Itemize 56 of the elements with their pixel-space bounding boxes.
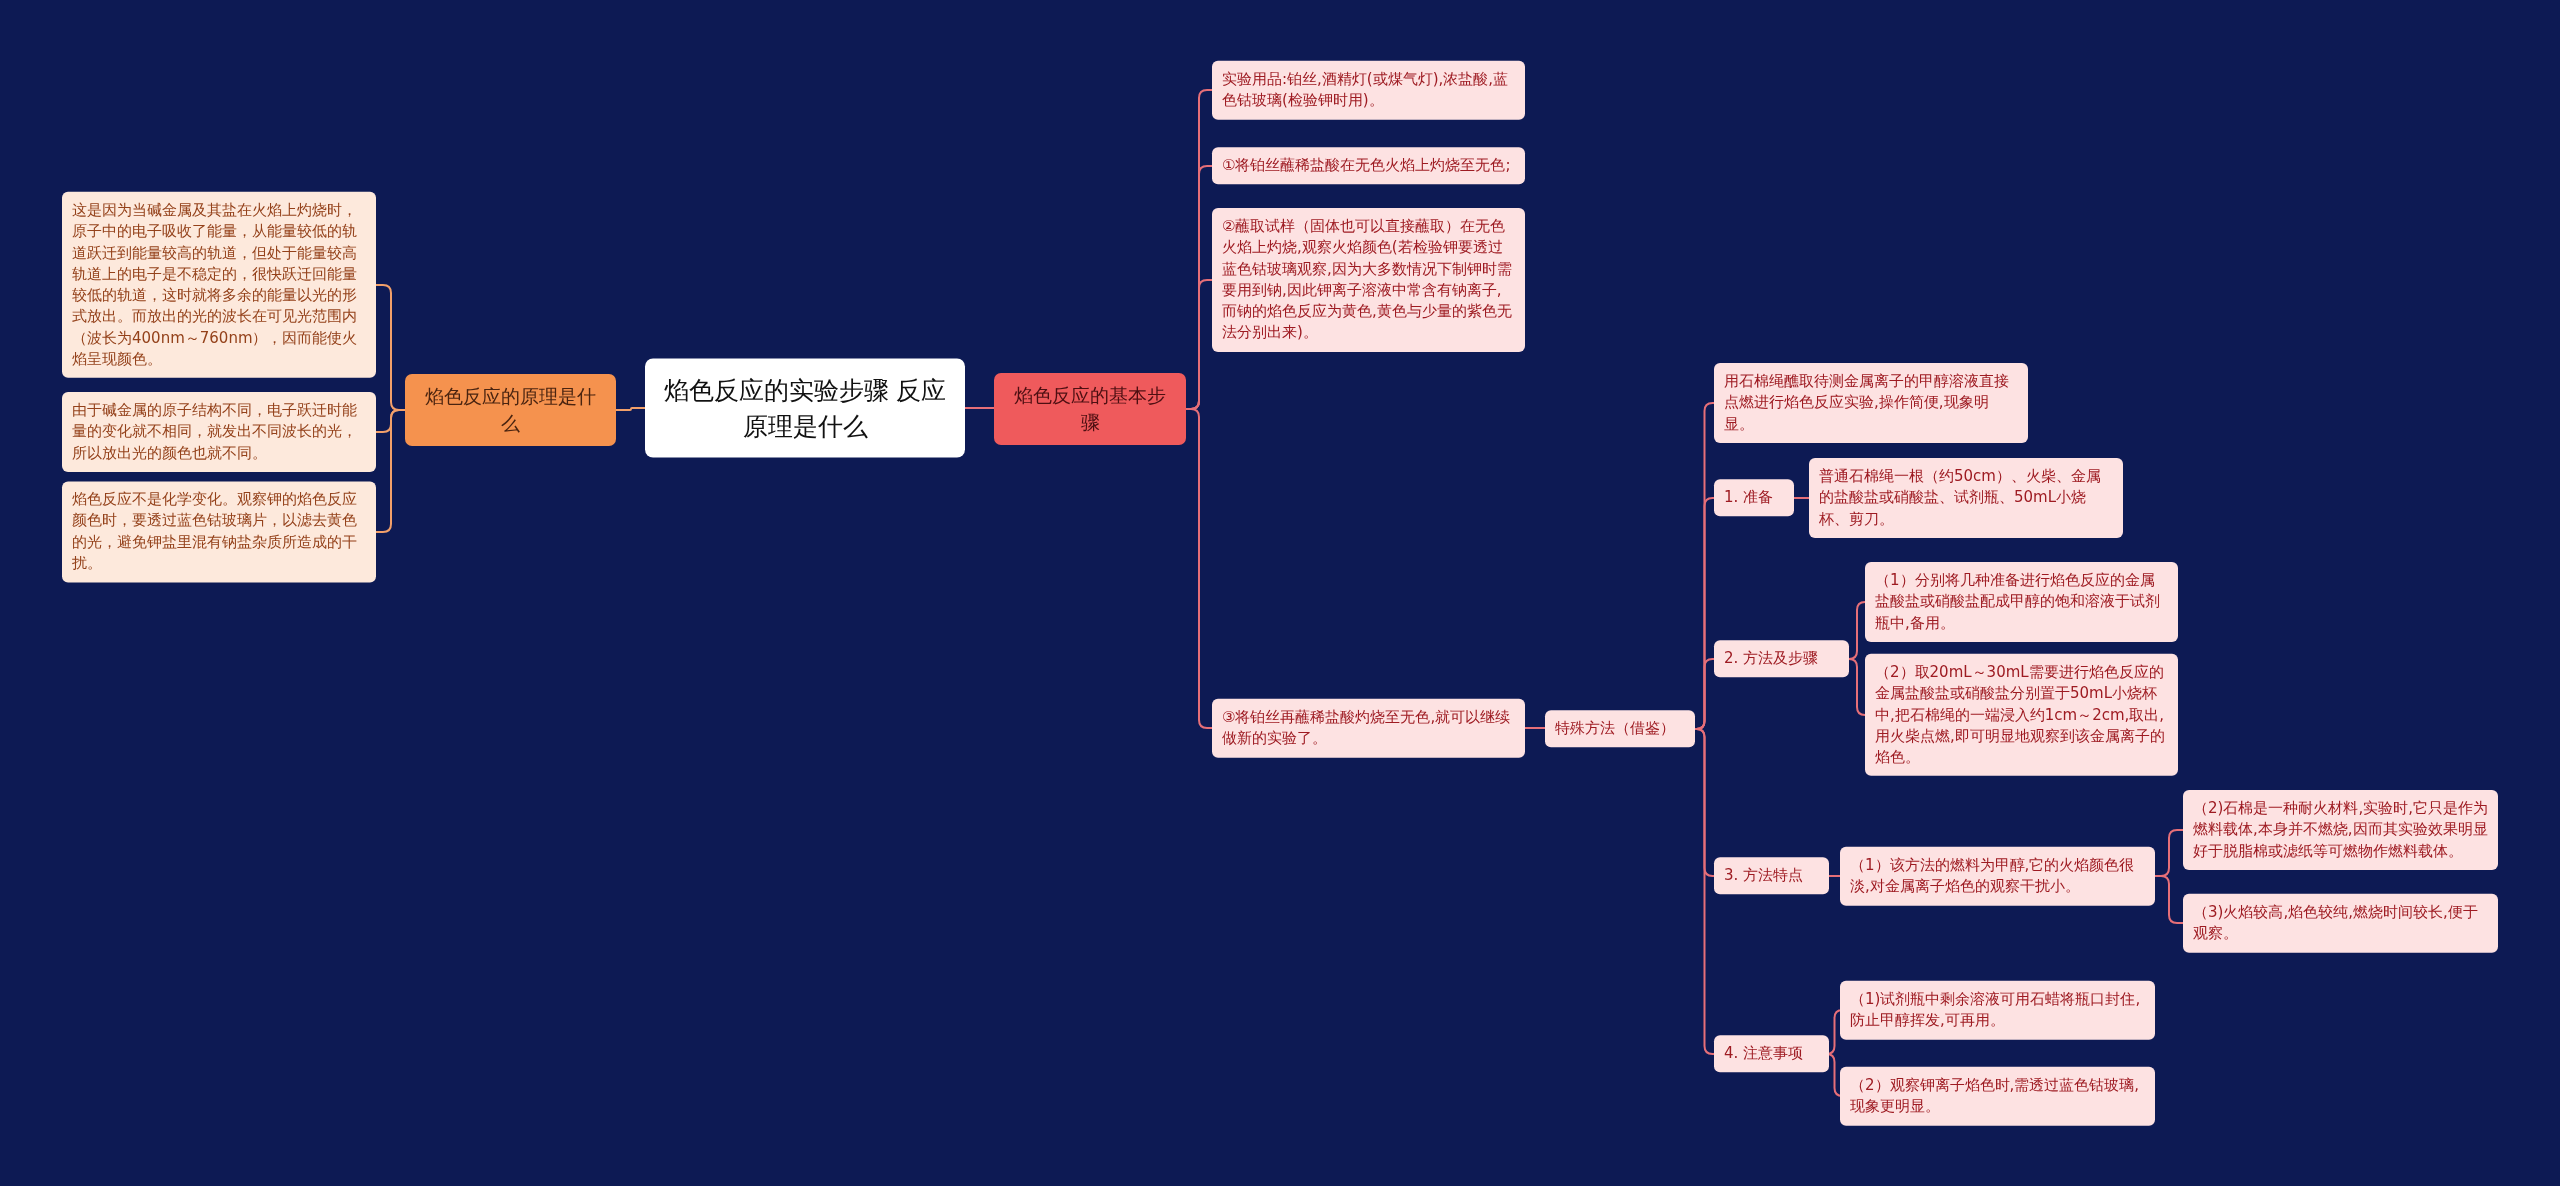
topic-card	[1714, 363, 2028, 443]
topic-text: （1）分别将几种准备进行焰色反应的金属盐酸盐或硝酸盐配成甲醇的饱和溶液于试剂瓶中,备用。	[1875, 570, 2161, 634]
topic-card	[1212, 147, 1525, 185]
central-topic	[645, 358, 965, 458]
topic-text: 焰色反应的实验步骤 反应原理是什么	[662, 374, 948, 442]
topic-text: ②蘸取试样（固体也可以直接蘸取）在无色火焰上灼烧,观察火焰颜色(若检验钾要透过蓝色钴玻璃观察,因为大多数情况下制钾时需要用到钠,因此钾离子溶液中常含有钠离子,而钠的焰色反应为黄色,黄色与少量的紫色无法分别出来)。	[1222, 216, 1513, 344]
topic-text: 1. 准备	[1724, 487, 1775, 509]
topic-card	[1212, 208, 1525, 352]
topic-text: 这是因为当碱金属及其盐在火焰上灼烧时，原子中的电子吸收了能量，从能量较低的轨道跃迁到能量较高的轨道，但处于能量较高轨道上的电子是不稳定的，很快跃迁回能量较低的轨道，这时就将多余的能量以光的形式放出。而放出的光的波长在可见光范围内（波长为400nm～760nm），因而能使火焰呈现颜色。	[72, 199, 359, 370]
topic-text: 用石棉绳醮取待测金属离子的甲醇溶液直接点燃进行焰色反应实验,操作简便,现象明显。	[1724, 371, 2010, 435]
topic-card	[1840, 1066, 2155, 1126]
topic-text: 特殊方法（借鉴）	[1555, 718, 1676, 740]
connector	[1694, 728, 1715, 1055]
topic-card	[1809, 458, 2123, 538]
topic-text: 3. 方法特点	[1724, 865, 1805, 887]
topic-card	[1714, 479, 1794, 517]
topic-text: （1)试剂瓶中剩余溶液可用石蜡将瓶口封住,防止甲醇挥发,可再用。	[1850, 988, 2142, 1031]
topic-card	[2183, 790, 2498, 870]
branch-topic	[405, 374, 616, 446]
topic-text: ③将铂丝再蘸稀盐酸灼烧至无色,就可以继续做新的实验了。	[1222, 706, 1512, 749]
topic-card	[1212, 698, 1525, 758]
topic-text: 焰色反应不是化学变化。观察钾的焰色反应颜色时，要透过蓝色钴玻璃片，以滤去黄色的光，避免钾盐里混有钠盐杂质所造成的干扰。	[72, 489, 358, 575]
topic-card	[1865, 653, 2178, 777]
topic-text: 4. 注意事项	[1724, 1043, 1805, 1065]
connector	[1793, 497, 1810, 499]
topic-text: （1）该方法的燃料为甲醇,它的火焰颜色很淡,对金属离子焰色的观察干扰小。	[1850, 854, 2136, 897]
connector	[2154, 875, 2184, 924]
connector	[615, 407, 646, 411]
topic-card	[1714, 640, 1849, 678]
topic-text: 焰色反应的原理是什么	[424, 384, 597, 436]
topic-text: 2. 方法及步骤	[1724, 648, 1820, 670]
topic-text: （2)石棉是一种耐火材料,实验时,它只是作为燃料载体,本身并不燃烧,因而其实验效果明显好于脱脂棉或滤纸等可燃物作燃料载体。	[2193, 798, 2488, 862]
topic-card	[62, 481, 376, 583]
connector	[964, 407, 995, 409]
topic-text: （2）取20mL～30mL需要进行焰色反应的金属盐酸盐或硝酸盐分别置于50mL小烧杯中,把石棉绳的一端浸入约1cm～2cm,取出,用火柴点燃,即可明显地观察到该金属离子的焰色。	[1875, 661, 2166, 768]
topic-text: 焰色反应的基本步骤	[1013, 383, 1167, 435]
topic-text: （3)火焰较高,焰色较纯,燃烧时间较长,便于观察。	[2193, 901, 2479, 944]
topic-text: 实验用品:铂丝,酒精灯(或煤气灯),浓盐酸,蓝色钴玻璃(检验钾时用)。	[1222, 68, 1510, 111]
topic-card	[62, 191, 376, 379]
topic-card	[1865, 562, 2178, 642]
topic-card	[1212, 60, 1525, 120]
topic-card	[62, 392, 376, 472]
topic-card	[1714, 857, 1829, 895]
topic-card	[1840, 846, 2155, 906]
topic-card	[1840, 980, 2155, 1040]
topic-card	[1714, 1035, 1829, 1073]
topic-text: 普通石棉绳一根（约50cm）、火柴、金属的盐酸盐或硝酸盐、试剂瓶、50mL小烧杯、剪刀。	[1819, 466, 2102, 530]
topic-text: ①将铂丝蘸稀盐酸在无色火焰上灼烧至无色;	[1222, 155, 1512, 177]
branch-topic	[994, 373, 1186, 445]
connector	[1848, 658, 1866, 716]
topic-text: 由于碱金属的原子结构不同，电子跃迁时能量的变化就不相同，就发出不同波长的光，所以放出光的颜色也就不同。	[72, 400, 358, 464]
topic-card	[1545, 710, 1695, 748]
topic-text: （2）观察钾离子焰色时,需透过蓝色钴玻璃,现象更明显。	[1850, 1074, 2141, 1117]
connector	[1524, 727, 1546, 729]
topic-card	[2183, 893, 2498, 953]
connector	[1828, 875, 1841, 877]
